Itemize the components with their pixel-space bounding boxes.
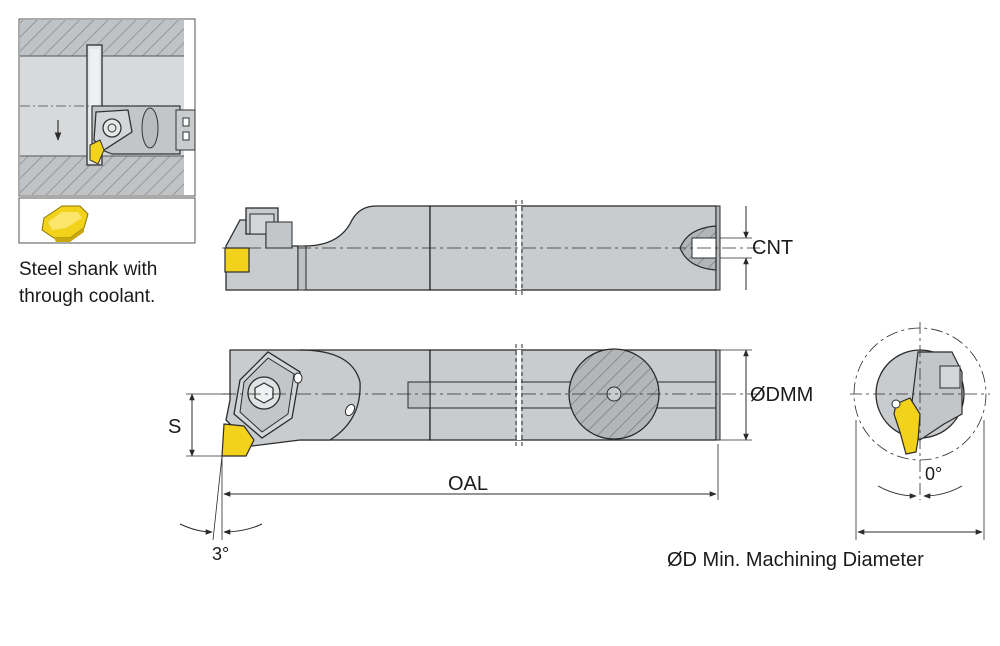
end-view xyxy=(850,322,990,540)
caption-line-1: Steel shank with xyxy=(19,259,158,280)
side-view xyxy=(222,200,760,296)
min-diameter-label: ØD Min. Machining Diameter xyxy=(667,549,924,571)
ddmm-label: ØDMM xyxy=(750,384,813,406)
bore-inset xyxy=(18,18,196,197)
cnt-label: CNT xyxy=(752,237,793,259)
caption: Steel shank with through coolant. xyxy=(19,256,157,310)
rake-angle-label: 0° xyxy=(925,464,942,484)
caption-line-2: through coolant. xyxy=(19,286,156,307)
plan-view xyxy=(179,344,760,541)
oal-label: OAL xyxy=(448,473,488,495)
insert-thumbnail xyxy=(18,197,196,244)
lead-angle-label: 3° xyxy=(212,544,229,564)
s-label: S xyxy=(168,416,181,438)
